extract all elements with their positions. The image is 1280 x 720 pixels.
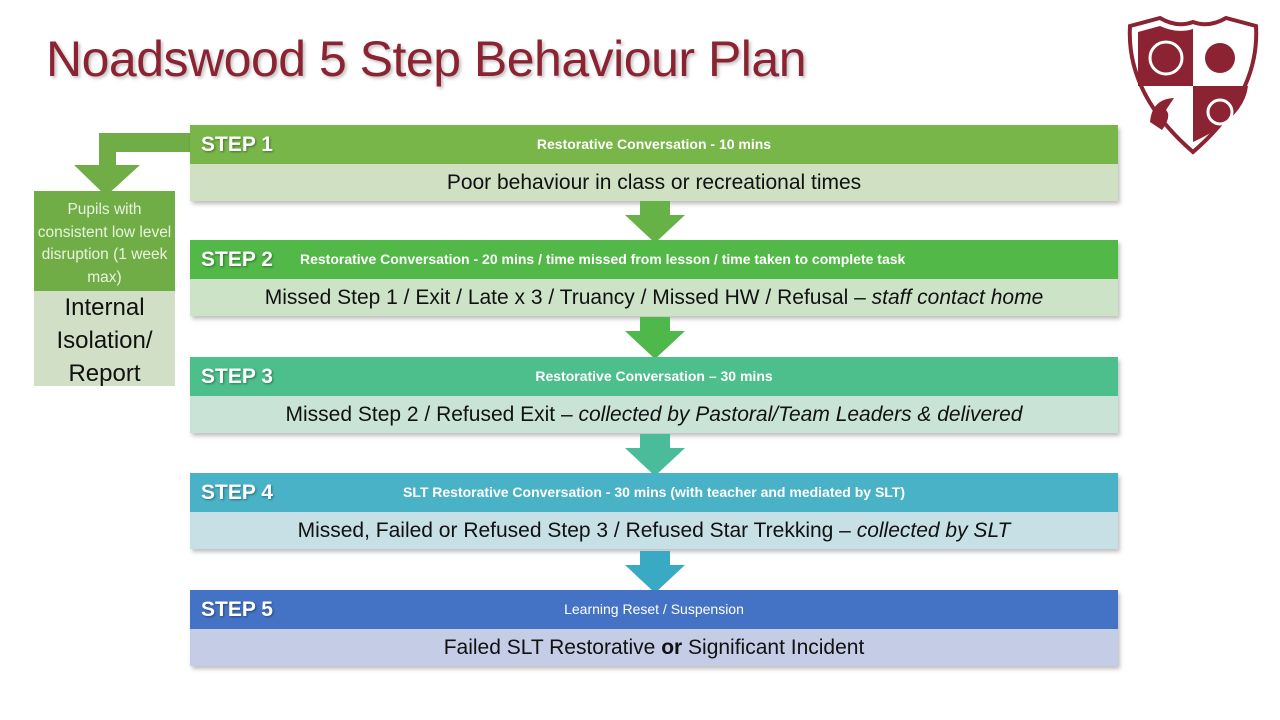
step-body: Missed Step 2 / Refused Exit – collected… (190, 396, 1118, 433)
step-subtitle: Restorative Conversation - 10 mins (536, 136, 772, 152)
step-body: Missed, Failed or Refused Step 3 / Refus… (190, 512, 1118, 549)
step-body-text: Missed Step 2 / Refused Exit – (285, 403, 579, 426)
side-criteria: Pupils with consistent low level disrupt… (34, 191, 175, 291)
step-label: STEP 4 (201, 481, 273, 504)
step-body-emphasis: staff contact home (871, 286, 1044, 309)
school-crest-logo (1127, 15, 1259, 155)
step-label: STEP 2 (201, 248, 273, 271)
internal-isolation-box: Pupils with consistent low level disrupt… (34, 191, 175, 387)
step-body-text: Missed, Failed or Refused Step 3 / Refus… (297, 519, 857, 542)
step-body-text-end: Significant Incident (682, 636, 865, 659)
step-body-emphasis: collected by SLT (856, 519, 1011, 542)
arrow-down-icon (625, 551, 685, 593)
step-label: STEP 1 (201, 133, 273, 156)
step-subtitle: Learning Reset / Suspension (564, 601, 744, 617)
step-label: STEP 3 (201, 365, 273, 388)
step-body: Poor behaviour in class or recreational … (190, 164, 1118, 201)
arrow-down-icon (625, 434, 685, 476)
step-subtitle: Restorative Conversation – 30 mins (535, 368, 773, 384)
page-title: Noadswood 5 Step Behaviour Plan (46, 31, 807, 87)
step-body-bold: or (661, 636, 683, 659)
step-1: STEP 1 Restorative Conversation - 10 mins… (190, 125, 1118, 201)
step-2: STEP 2 Restorative Conversation - 20 mins… (190, 240, 1118, 316)
step-5: STEP 5 Learning Reset / Suspension Failed… (190, 590, 1118, 666)
step-label: STEP 5 (201, 598, 273, 621)
step-body: Missed Step 1 / Exit / Late x 3 / Truanc… (190, 279, 1118, 316)
step-body: Failed SLT Restorative or Significant In… (190, 629, 1118, 666)
step-3: STEP 3 Restorative Conversation – 30 mins… (190, 357, 1118, 433)
side-outcome: Internal Isolation/ Report (34, 291, 175, 387)
step-4: STEP 4 SLT Restorative Conversation - 30 … (190, 473, 1118, 549)
arrow-down-icon (625, 201, 685, 243)
step-body-text: Failed SLT Restorative (443, 636, 662, 659)
step-body-text: Missed Step 1 / Exit / Late x 3 / Truanc… (264, 286, 872, 309)
step-subtitle: Restorative Conversation - 20 mins / tim… (300, 251, 906, 267)
elbow-arrow-icon (74, 133, 190, 196)
arrow-down-icon (625, 317, 685, 359)
step-body-emphasis: collected by Pastoral/Team Leaders & del… (578, 403, 1023, 426)
step-subtitle: SLT Restorative Conversation - 30 mins (… (402, 484, 906, 500)
